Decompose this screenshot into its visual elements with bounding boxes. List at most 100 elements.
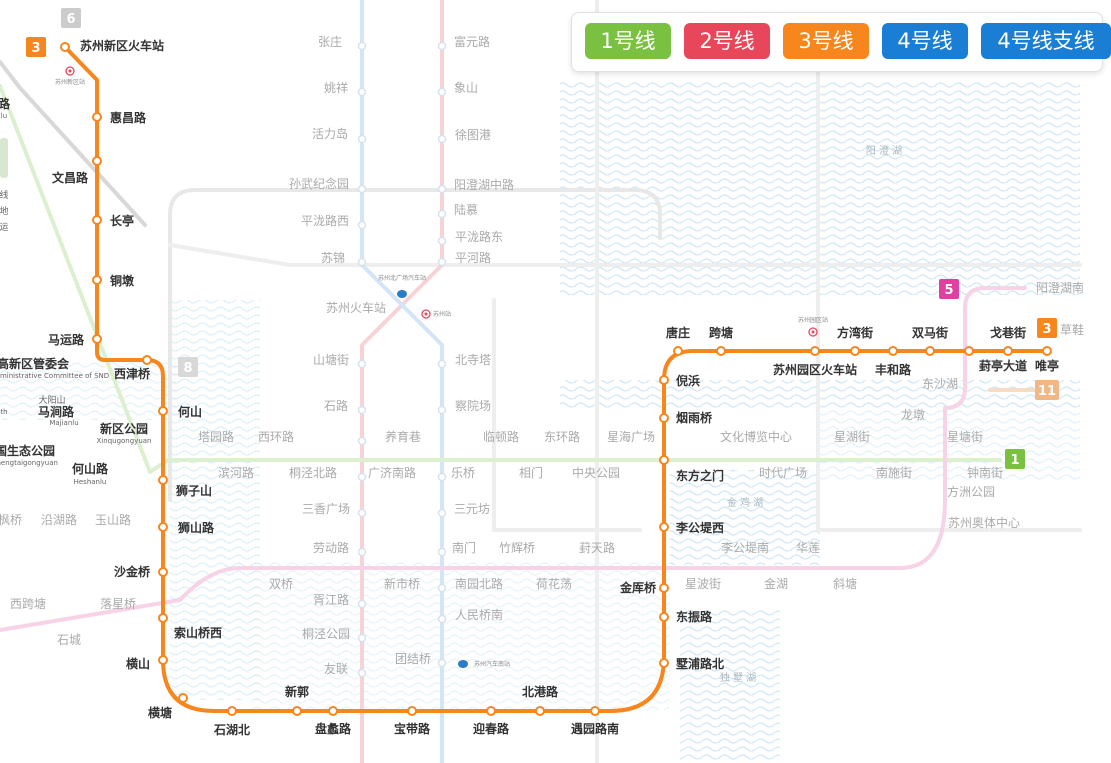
station-label[interactable]: 阳澄湖南 [1036, 280, 1084, 295]
station-label[interactable]: 文化博览中心 [720, 429, 792, 444]
line-badge-line5[interactable]: 5 [939, 279, 959, 299]
line3-station-label[interactable]: 唯亭 [1035, 358, 1059, 373]
station-label[interactable]: 落星桥 [100, 597, 136, 611]
line3-station-dot[interactable] [92, 334, 102, 344]
station-label[interactable]: 石路 [324, 398, 348, 413]
line3-station-label[interactable]: 遇园路南 [571, 721, 619, 736]
station-label[interactable]: 沿湖路 [41, 512, 77, 527]
station-label[interactable]: 草鞋 [1060, 322, 1084, 337]
station-label[interactable]: 新市桥 [384, 576, 420, 591]
line3-station-label[interactable]: 新郭 [285, 684, 309, 699]
station-label[interactable]: 新区公园 [100, 421, 148, 436]
line3-station-dot[interactable] [158, 406, 168, 416]
station-label[interactable]: 团结桥 [395, 652, 431, 666]
line3-station-label[interactable]: 丰和路 [875, 362, 912, 377]
line3-station-label[interactable]: 索山桥西 [174, 625, 222, 640]
station-label[interactable]: 竹辉桥 [499, 541, 535, 555]
station-label[interactable]: 北寺塔 [455, 353, 491, 367]
line3-station-dot[interactable] [1042, 346, 1052, 356]
line3-station-label[interactable]: 东振路 [676, 609, 713, 624]
station-label[interactable]: 何山路 [72, 461, 109, 476]
line3-station-dot[interactable] [659, 455, 669, 465]
station-label[interactable]: 平河路 [455, 250, 491, 265]
station-label[interactable]: 葑天路 [579, 540, 615, 555]
line3-station-dot[interactable] [535, 706, 545, 716]
station-label[interactable]: 张庄 [318, 34, 342, 49]
station-label[interactable]: 西跨塘 [10, 596, 46, 611]
line3-station-label[interactable]: 盘蠡路 [315, 721, 352, 736]
line3-station-label[interactable]: 横山 [126, 656, 150, 671]
line-badge-line6[interactable]: 6 [61, 8, 81, 28]
line3-station-dot[interactable] [486, 706, 496, 716]
line3-station-label[interactable]: 文昌路 [52, 170, 89, 185]
line3-station-label[interactable]: 长亭 [110, 213, 134, 228]
line3-station-dot[interactable] [407, 706, 417, 716]
station-label[interactable]: 象山 [454, 81, 478, 95]
station-label[interactable]: 斜塘 [833, 576, 857, 591]
line3-station-dot[interactable] [590, 706, 600, 716]
line3-station-label[interactable]: 苏州园区火车站 [773, 362, 857, 377]
station-label[interactable]: 华莲 [796, 541, 820, 555]
legend-line4-branch[interactable]: 4号线支线 [981, 23, 1111, 59]
line3-station-dot[interactable] [92, 275, 102, 285]
station-label[interactable]: 东环路 [544, 429, 580, 444]
station-label[interactable]: 劳动路 [313, 540, 349, 555]
station-label[interactable]: 枫桥 [0, 512, 22, 527]
station-label[interactable]: 双桥 [269, 577, 293, 591]
line3-station-dot[interactable] [60, 42, 70, 52]
station-label[interactable]: 阳澄湖中路 [454, 177, 514, 192]
station-label[interactable]: 南门 [452, 540, 476, 555]
line3-station-label[interactable]: 墅浦路北 [676, 656, 724, 671]
station-label[interactable]: 孙武纪念园 [289, 176, 349, 191]
line3-station-dot[interactable] [659, 522, 669, 532]
line3-station-label[interactable]: 石湖北 [213, 722, 250, 737]
line3-station-label[interactable]: 金厍桥 [619, 580, 657, 595]
station-label[interactable]: 马涧路 [38, 404, 75, 419]
station-label[interactable]: 人民桥南 [455, 607, 503, 622]
line3-station-label[interactable]: 铜墩 [110, 273, 135, 288]
line-badge-line11[interactable]: 11 [1035, 380, 1059, 400]
line3-station-dot[interactable] [328, 706, 338, 716]
line3-station-dot[interactable] [888, 346, 898, 356]
station-label[interactable]: 星波街 [685, 577, 721, 591]
line3-station-dot[interactable] [810, 346, 820, 356]
station-label[interactable]: 钟南街 [967, 465, 1003, 480]
station-label[interactable]: 滨河路 [218, 465, 254, 480]
line3-station-dot[interactable] [227, 706, 237, 716]
station-label[interactable]: 广济南路 [368, 465, 416, 480]
station-label[interactable]: 荷花荡 [536, 576, 572, 591]
station-label[interactable]: 方洲公园 [947, 484, 995, 499]
station-label[interactable]: 星湖街 [834, 429, 870, 444]
line3-station-dot[interactable] [850, 346, 860, 356]
line3-station-label[interactable]: 迎春路 [473, 721, 510, 736]
station-label[interactable]: 胥江路 [313, 592, 349, 607]
line3-station-label[interactable]: 唐庄 [666, 325, 690, 340]
station-label[interactable]: 中央公园 [572, 465, 620, 480]
line3-station-label[interactable]: 宝带路 [394, 721, 431, 736]
station-label[interactable]: 山塘街 [313, 352, 349, 367]
line3-station-label[interactable]: 何山 [178, 404, 202, 419]
station-label[interactable]: 平泷路东 [455, 229, 503, 244]
line3-station-label[interactable]: 双马街 [912, 325, 948, 340]
station-label[interactable]: 南园北路 [455, 576, 503, 591]
station-label[interactable]: 星塘街 [947, 429, 983, 444]
station-label[interactable]: 察院场 [455, 399, 491, 413]
station-label[interactable]: 东沙湖 [922, 376, 958, 391]
station-label[interactable]: 乐桥 [451, 466, 475, 480]
line3-station-label[interactable]: 烟雨桥 [676, 410, 713, 425]
station-label[interactable]: 姚祥 [324, 81, 348, 95]
line3-station-dot[interactable] [142, 355, 152, 365]
station-label[interactable]: 养育巷 [385, 429, 421, 444]
station-label[interactable]: 时代广场 [759, 466, 807, 480]
line-badge-line8[interactable]: 8 [178, 357, 198, 377]
station-label[interactable]: 石城 [57, 633, 81, 647]
line3-station-dot[interactable] [158, 567, 168, 577]
station-label[interactable]: 金湖 [764, 576, 788, 591]
line3-station-dot[interactable] [158, 475, 168, 485]
line3-station-dot[interactable] [964, 346, 974, 356]
station-label[interactable]: 苏锦 [321, 251, 345, 265]
line3-station-dot[interactable] [659, 375, 669, 385]
station-label[interactable]: 三元坊 [454, 501, 490, 516]
line3-station-dot[interactable] [92, 112, 102, 122]
line3-station-label[interactable]: 惠昌路 [110, 110, 147, 125]
